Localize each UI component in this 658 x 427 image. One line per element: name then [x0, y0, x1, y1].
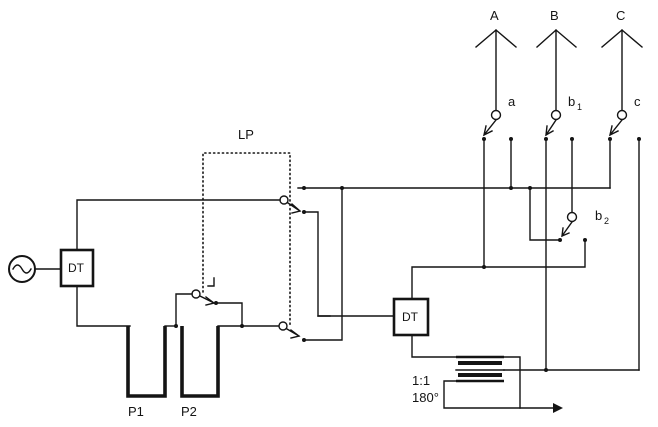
dt-left-label: DT: [68, 261, 85, 275]
left-wiring: [76, 199, 281, 327]
p2-label: P2: [181, 404, 197, 419]
delay-line-p2: [180, 326, 220, 398]
switch-b2-subscript: 2: [604, 216, 609, 226]
lp-lower-switch: [241, 187, 395, 342]
switch-b1-subscript: 1: [577, 102, 582, 112]
switch-b2-label: b: [595, 208, 602, 223]
delay-line-p1: [126, 326, 167, 398]
dt-left: DT: [59, 248, 95, 288]
phase-label: 180°: [412, 390, 439, 405]
switch-c-label: c: [634, 94, 641, 109]
antenna-c-label: C: [616, 8, 625, 23]
dt-right-label: DT: [402, 310, 419, 324]
antenna-a: A: [475, 8, 517, 111]
switch-a: a: [482, 94, 516, 141]
switch-b1: b 1: [544, 94, 582, 141]
antenna-c: C: [601, 8, 643, 111]
ratio-label: 1:1: [412, 373, 430, 388]
antenna-b-label: B: [550, 8, 559, 23]
switch-b1-label: b: [568, 94, 575, 109]
lp-linkage: LP: [202, 127, 291, 326]
switch-c: c: [608, 94, 641, 141]
p-selector-switch: [175, 277, 243, 327]
transformer-180: 1:1 180°: [412, 355, 640, 413]
lp-upper-switch: [279, 187, 331, 317]
p1-label: P1: [128, 404, 144, 419]
delay-lines: P1 P2: [126, 324, 244, 419]
lp-label: LP: [238, 127, 254, 142]
switch-a-label: a: [508, 94, 516, 109]
ground-arrow: [553, 403, 563, 413]
antenna-b: B: [536, 8, 577, 111]
ac-source: [8, 255, 62, 283]
antenna-a-label: A: [490, 8, 499, 23]
antenna-wiring: [297, 138, 640, 371]
switch-b2: b 2: [558, 208, 609, 242]
dt-right: DT: [392, 297, 457, 358]
